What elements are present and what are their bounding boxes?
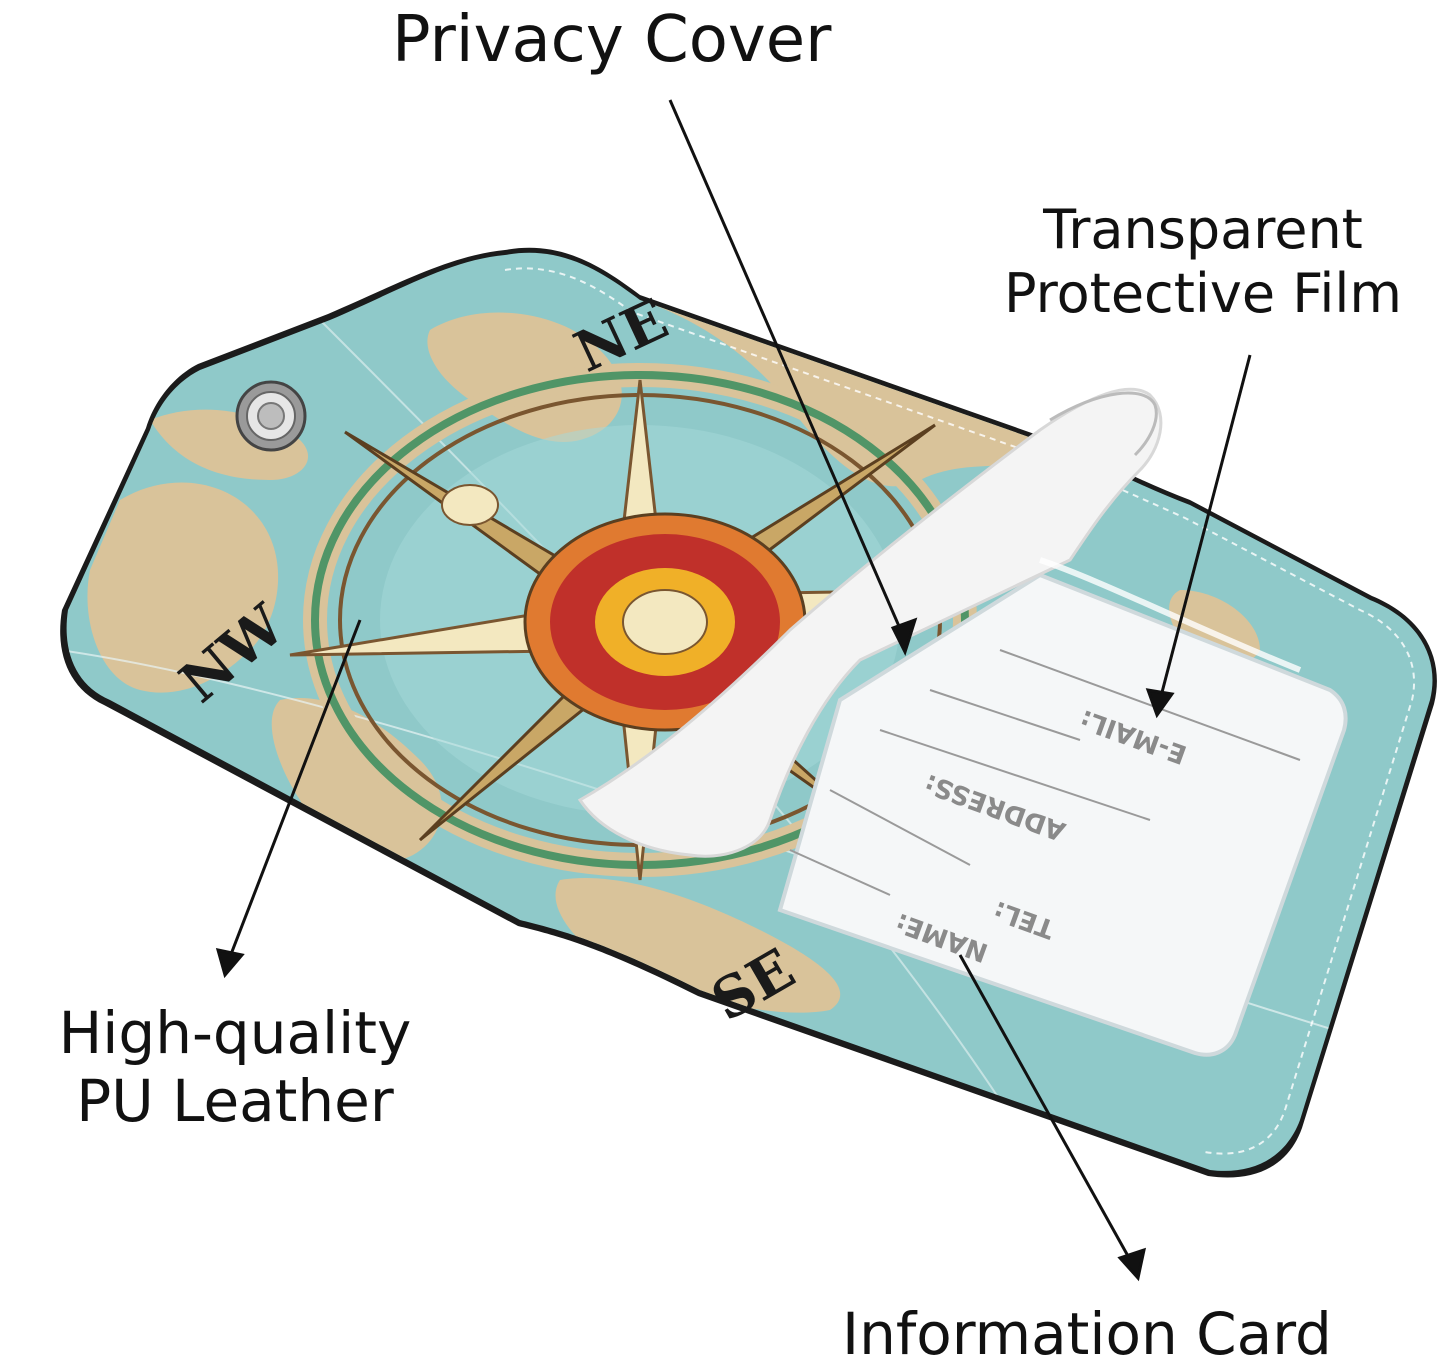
arrow-leather-head: [215, 948, 245, 979]
information-card: E-MAIL: ADDRESS: TEL: NAME:: [777, 572, 1348, 1057]
grommet-icon: [235, 380, 307, 452]
arrow-information-card-head: [1117, 1247, 1147, 1282]
arrow-transparent-film-head: [1145, 688, 1175, 719]
arrow-leather: [226, 619, 362, 963]
leather-label-line2: PU Leather: [76, 1066, 394, 1135]
transparent-film-label: Transparent Protective Film: [968, 198, 1438, 325]
transparent-film-label-line1: Transparent: [1043, 198, 1363, 261]
arrow-privacy-cover-head: [890, 617, 918, 656]
information-card-label: Information Card: [842, 1300, 1332, 1368]
arrow-privacy-cover: [668, 99, 907, 641]
leather-label-line1: High-quality: [58, 999, 412, 1067]
leather-label: High-quality PU Leather: [0, 999, 470, 1136]
transparent-film: [1039, 557, 1302, 673]
annotation-arrows: [215, 99, 1252, 1282]
arrow-transparent-film: [1158, 354, 1252, 701]
arrow-information-card: [958, 954, 1135, 1266]
transparent-film-label-line2: Protective Film: [1003, 261, 1402, 325]
privacy-cover-label: Privacy Cover: [392, 3, 832, 77]
privacy-cover-flap: [577, 387, 1163, 858]
